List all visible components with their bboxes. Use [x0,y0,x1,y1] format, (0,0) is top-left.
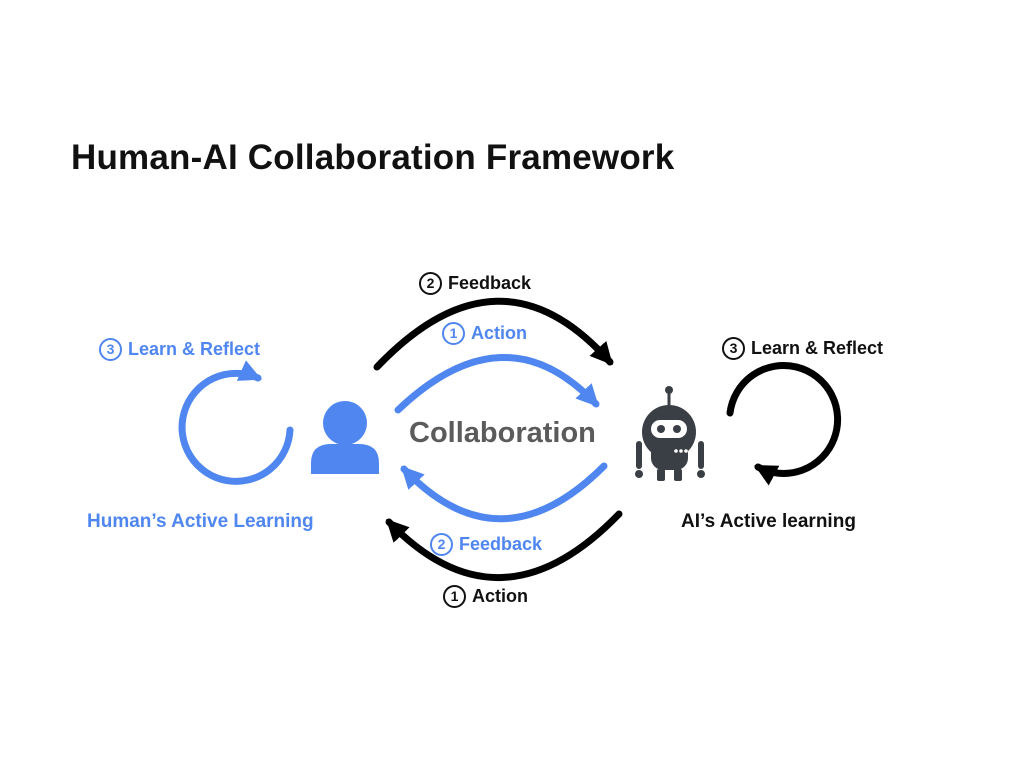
label-bottom-feedback: 2 Feedback [430,533,542,556]
feedback-arrow-bottom [400,462,608,523]
label-text: Action [472,586,528,606]
label-text: Feedback [459,534,543,554]
label-bottom-action: 1 Action [443,585,528,608]
label-text: Action [471,323,527,343]
human-active-learning-label: Human’s Active Learning [87,511,314,532]
ai-reflect-loop [726,361,842,486]
step-badge: 1 [443,585,466,608]
ai-active-learning-label: AI’s Active learning [681,511,856,532]
ai-reflect-label: 3 Learn & Reflect [722,337,883,360]
step-badge: 1 [442,322,465,345]
step-badge: 3 [99,338,122,361]
action-arrow-bottom [385,510,623,581]
label-text: Learn & Reflect [751,338,884,358]
label-text: Feedback [448,273,532,293]
human-reflect-label: 3 Learn & Reflect [99,338,260,361]
action-arrow-top [394,354,600,414]
human-reflect-loop [178,360,294,485]
robot-icon [635,386,705,481]
diagram-title: Human-AI Collaboration Framework [71,138,675,177]
label-top-action: 1 Action [442,322,527,345]
feedback-arrow-top [373,297,614,371]
step-badge: 3 [722,337,745,360]
collaboration-label: Collaboration [409,417,596,449]
label-top-feedback: 2 Feedback [419,272,531,295]
label-text: Learn & Reflect [128,339,261,359]
person-icon [311,401,379,474]
step-badge: 2 [430,533,453,556]
step-badge: 2 [419,272,442,295]
